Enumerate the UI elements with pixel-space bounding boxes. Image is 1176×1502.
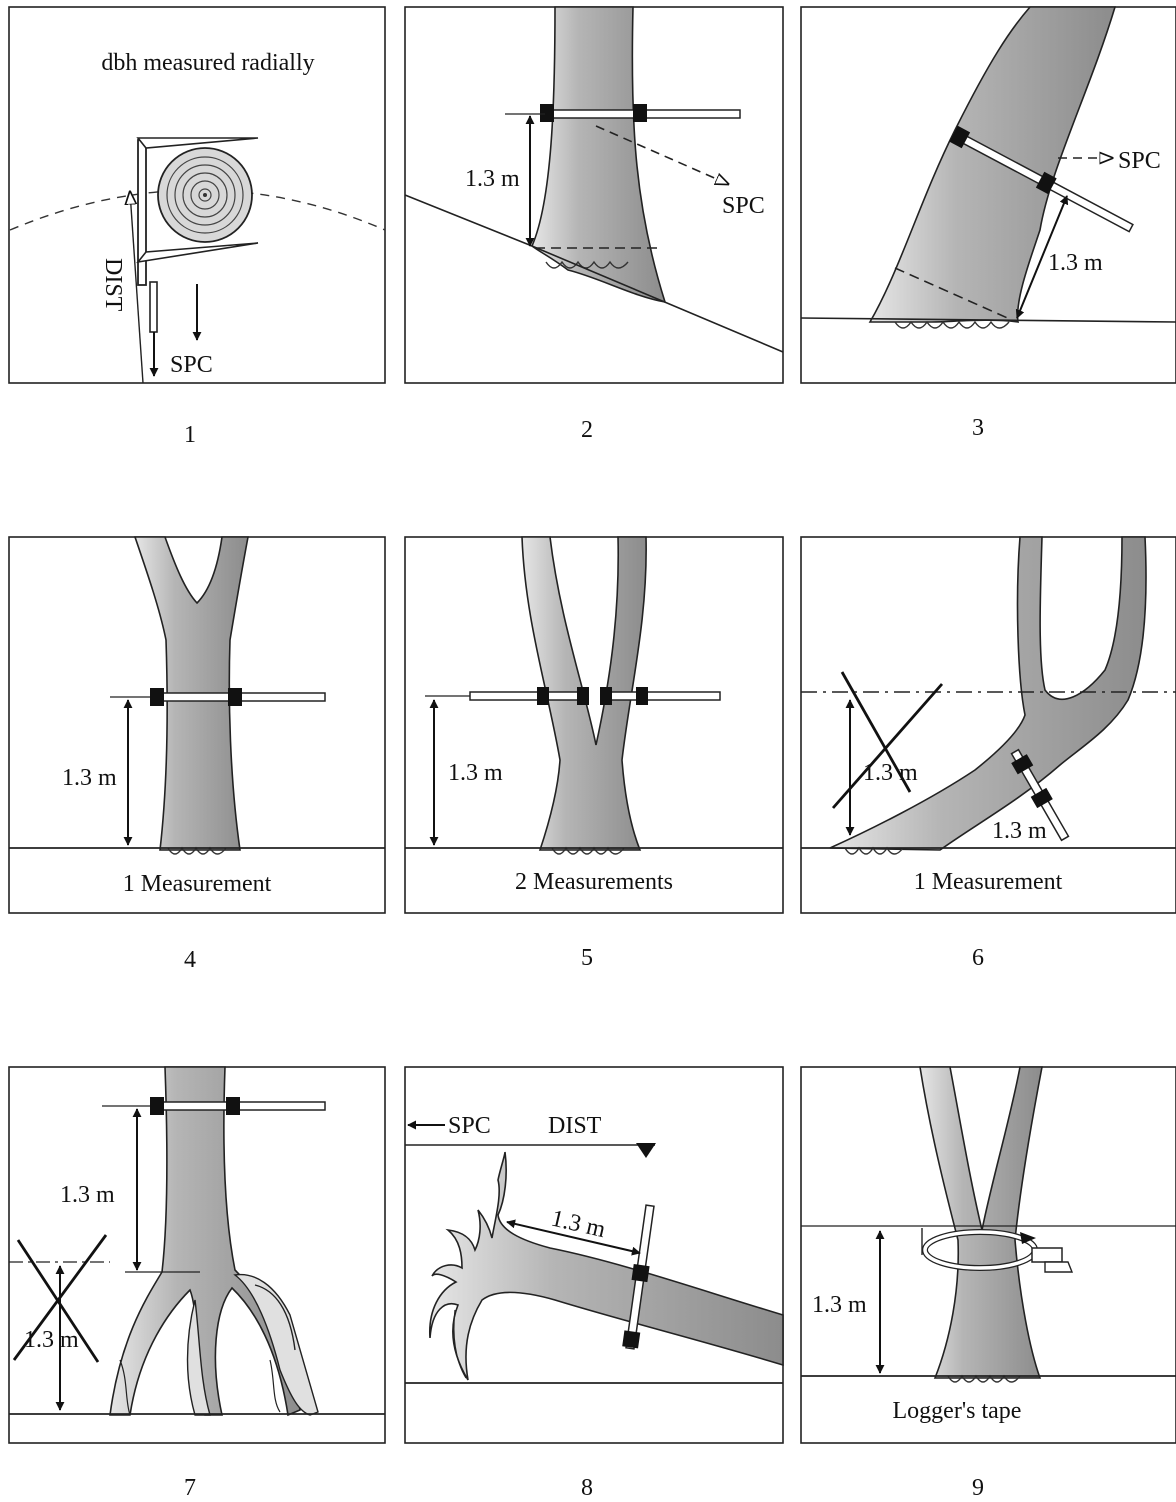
- panel-5-height-label: 1.3 m: [448, 760, 503, 786]
- panel-6-height-wrong-label: 1.3 m: [863, 760, 918, 786]
- panel-8-spc-label: SPC: [448, 1113, 491, 1139]
- panel-5-number: 5: [581, 945, 593, 971]
- panel-2: 1.3 m SPC: [405, 7, 783, 383]
- panel-1-spc-label: SPC: [170, 352, 213, 378]
- panel-3: SPC 1.3 m: [801, 7, 1176, 383]
- panel-8: SPC DIST 1.3 m: [405, 1067, 783, 1443]
- panel-8-number: 8: [581, 1475, 593, 1501]
- panel-8-dist-label: DIST: [548, 1113, 602, 1139]
- panel-5-caption: 2 Measurements: [515, 869, 673, 895]
- stem-cross-section: [158, 148, 252, 242]
- panel-4: 1.3 m 1 Measurement: [9, 537, 385, 913]
- panel-5: 1.3 m 2 Measurements: [405, 537, 783, 913]
- panel-2-number: 2: [581, 417, 593, 443]
- panel-4-number: 4: [184, 947, 196, 973]
- panel-7: 1.3 m 1.3 m: [9, 1067, 385, 1443]
- panel-6: 1.3 m 1.3 m 1 Measurement: [801, 537, 1176, 913]
- panel-1-title: dbh measured radially: [101, 50, 314, 76]
- panel-4-height-label: 1.3 m: [62, 765, 117, 791]
- panel-9-caption: Logger's tape: [893, 1398, 1022, 1424]
- panel-3-number: 3: [972, 415, 984, 441]
- panel-6-number: 6: [972, 945, 984, 971]
- panel-7-number: 7: [184, 1475, 196, 1501]
- panel-6-height-label: 1.3 m: [992, 818, 1047, 844]
- panel-7-height-label: 1.3 m: [60, 1182, 115, 1208]
- panel-9-number: 9: [972, 1475, 984, 1501]
- panel-9: 1.3 m Logger's tape: [801, 1067, 1176, 1443]
- panel-4-caption: 1 Measurement: [123, 871, 272, 897]
- panel-1-number: 1: [184, 422, 196, 448]
- panel-1: dbh measured radially DIST SPC: [9, 7, 385, 383]
- panel-1-dist-label: DIST: [100, 258, 126, 312]
- panel-9-height-label: 1.3 m: [812, 1292, 867, 1318]
- panel-3-spc-label: SPC: [1118, 148, 1161, 174]
- panel-6-caption: 1 Measurement: [914, 869, 1063, 895]
- panel-3-height-label: 1.3 m: [1048, 250, 1103, 276]
- panel-2-spc-label: SPC: [722, 193, 765, 219]
- panel-2-height-label: 1.3 m: [465, 166, 520, 192]
- panel-7-height-wrong-label: 1.3 m: [24, 1327, 79, 1353]
